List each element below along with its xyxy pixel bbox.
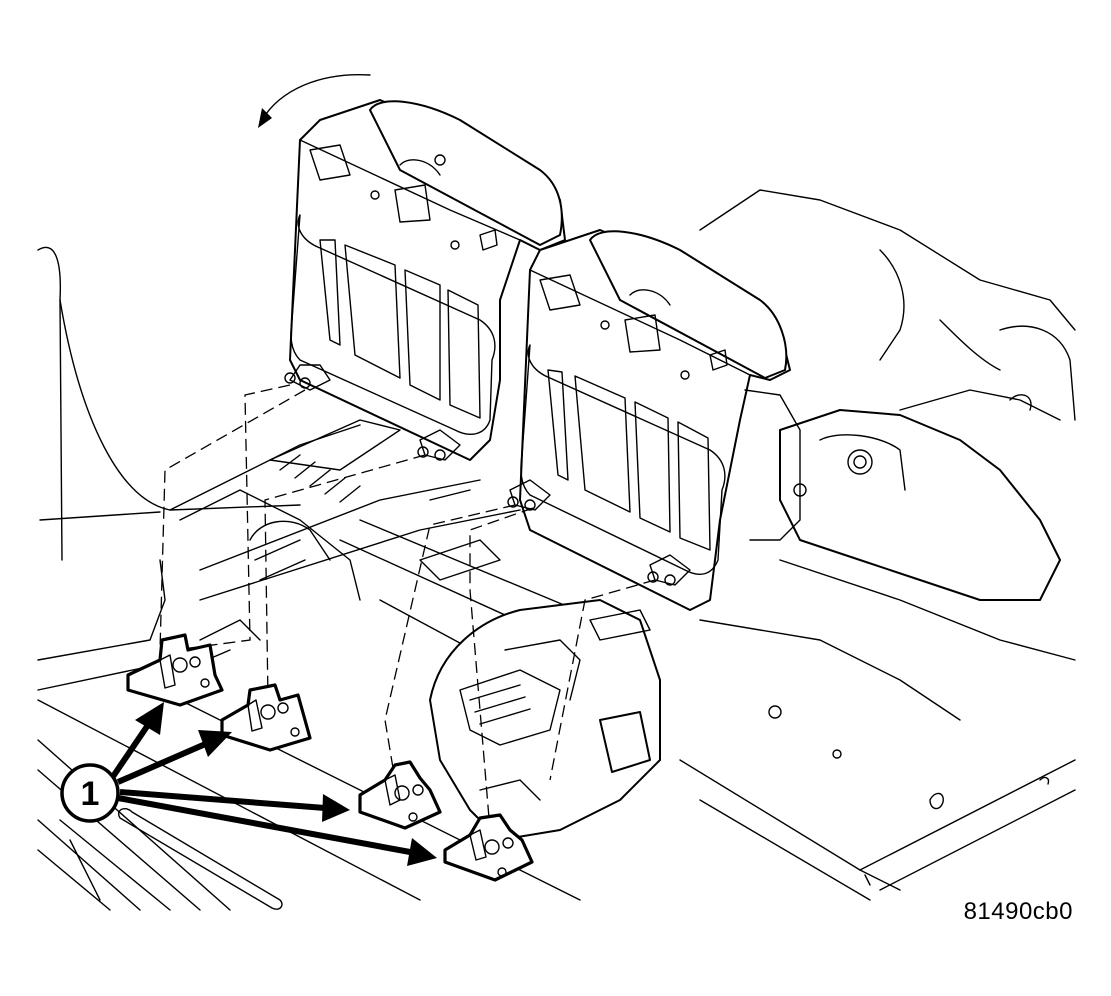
anchor-bracket-2 xyxy=(220,683,312,752)
anchor-bracket-3 xyxy=(358,760,442,830)
callout-arrows xyxy=(109,702,437,866)
center-tunnel xyxy=(429,599,661,841)
right-body-panel xyxy=(679,189,1076,901)
callout-label: 1 xyxy=(81,775,100,813)
alignment-lines xyxy=(159,384,656,831)
seat-back-left xyxy=(258,73,566,461)
left-body-panel xyxy=(37,246,301,691)
anchor-bracket-1 xyxy=(126,633,224,707)
floor-structure xyxy=(159,419,641,741)
callout-1: 1 xyxy=(60,763,120,823)
seat-back-right xyxy=(507,229,807,611)
figure-id: 81490cb0 xyxy=(963,898,1073,925)
anchor-bracket-4 xyxy=(443,813,534,882)
